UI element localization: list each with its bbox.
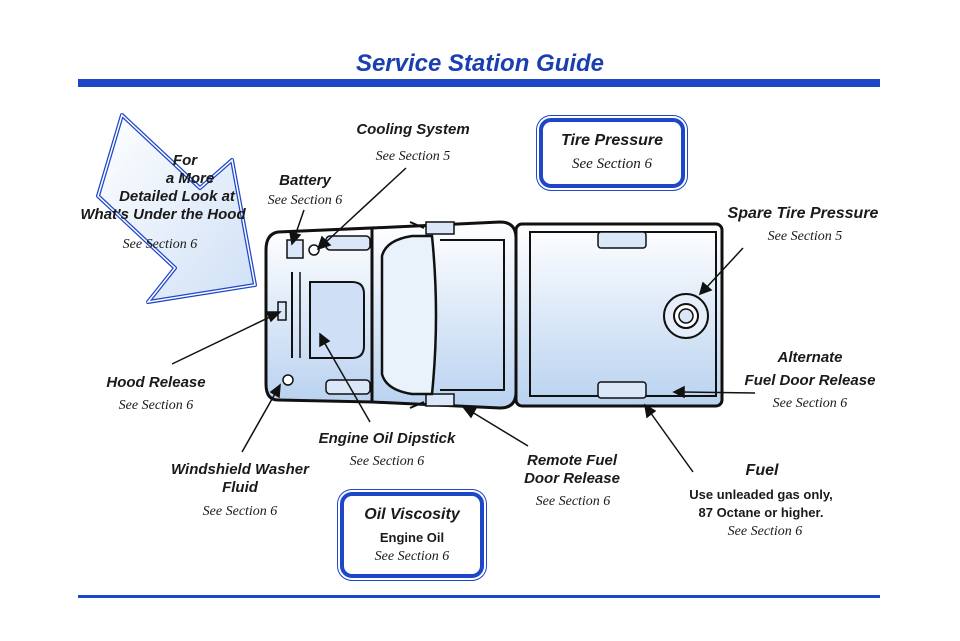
arrow-callout-line1: For: [172, 152, 198, 169]
battery-label: Battery: [279, 172, 331, 189]
remote-fuel-door-see: See Section 6: [535, 494, 611, 509]
tire-pressure-see: See Section 6: [572, 156, 652, 172]
fuel-label: Fuel: [745, 462, 779, 479]
remote-fuel-door-line1: Remote Fuel: [526, 452, 617, 469]
oil-viscosity-sub: Engine Oil: [379, 530, 445, 545]
hood-release-label: Hood Release: [106, 374, 206, 391]
cooling-system-label: Cooling System: [356, 121, 470, 138]
fuel-line2: 87 Octane or higher.: [698, 505, 824, 520]
arrow-callout-line2: a More: [165, 170, 215, 187]
cooling-system-see: See Section 5: [375, 149, 451, 164]
page-title: Service Station Guide: [355, 50, 605, 77]
engine-block: [309, 281, 365, 359]
washer-fluid-label: Windshield Washer Fluid: [162, 461, 318, 497]
footer-rule: [78, 595, 880, 598]
washer-fluid-line1: Windshield Washer: [171, 461, 309, 478]
hood-release-see: See Section 6: [118, 398, 194, 413]
arrow-callout-see: See Section 6: [122, 237, 198, 252]
alt-fuel-door-line1: Alternate: [777, 349, 843, 366]
remote-fuel-door-label: Remote Fuel Door Release: [504, 452, 640, 488]
fuel-line1: Use unleaded gas only,: [689, 487, 833, 502]
alt-fuel-door-see: See Section 6: [772, 396, 848, 411]
engine-oil-dipstick-label: Engine Oil Dipstick: [318, 430, 456, 447]
oil-viscosity-see: See Section 6: [374, 549, 450, 564]
oil-viscosity-box: Oil Viscosity Engine Oil See Section 6: [340, 492, 484, 578]
remote-fuel-door-line2: Door Release: [524, 470, 620, 487]
arrow-callout-line3: Detailed Look at: [119, 188, 235, 205]
engine-oil-dipstick-see: See Section 6: [349, 454, 425, 469]
header-rule: [78, 79, 880, 87]
alt-fuel-door-line2: Fuel Door Release: [744, 372, 876, 389]
spare-tire-label: Spare Tire Pressure: [727, 205, 879, 222]
hood-latch-icon: [277, 301, 287, 321]
arrow-callout-text: For a More Detailed Look at What's Under…: [60, 152, 260, 224]
washer-fluid-line2: Fluid: [222, 479, 258, 496]
alt-fuel-door-label: Alternate Fuel Door Release: [740, 349, 880, 390]
battery-icon: [286, 239, 304, 259]
washer-cap-icon: [282, 374, 294, 386]
tire-pressure-box: Tire Pressure See Section 6: [539, 118, 685, 188]
windshield: [380, 234, 438, 396]
tire-pressure-title: Tire Pressure: [561, 132, 663, 149]
washer-fluid-see: See Section 6: [202, 504, 278, 519]
arrow-callout-line4: What's Under the Hood: [80, 206, 246, 223]
radiator-cap-icon: [308, 244, 320, 256]
fuel-see: See Section 6: [727, 524, 803, 539]
oil-viscosity-title: Oil Viscosity: [364, 506, 460, 523]
battery-see: See Section 6: [267, 193, 343, 208]
spare-tire-see: See Section 5: [767, 229, 843, 244]
